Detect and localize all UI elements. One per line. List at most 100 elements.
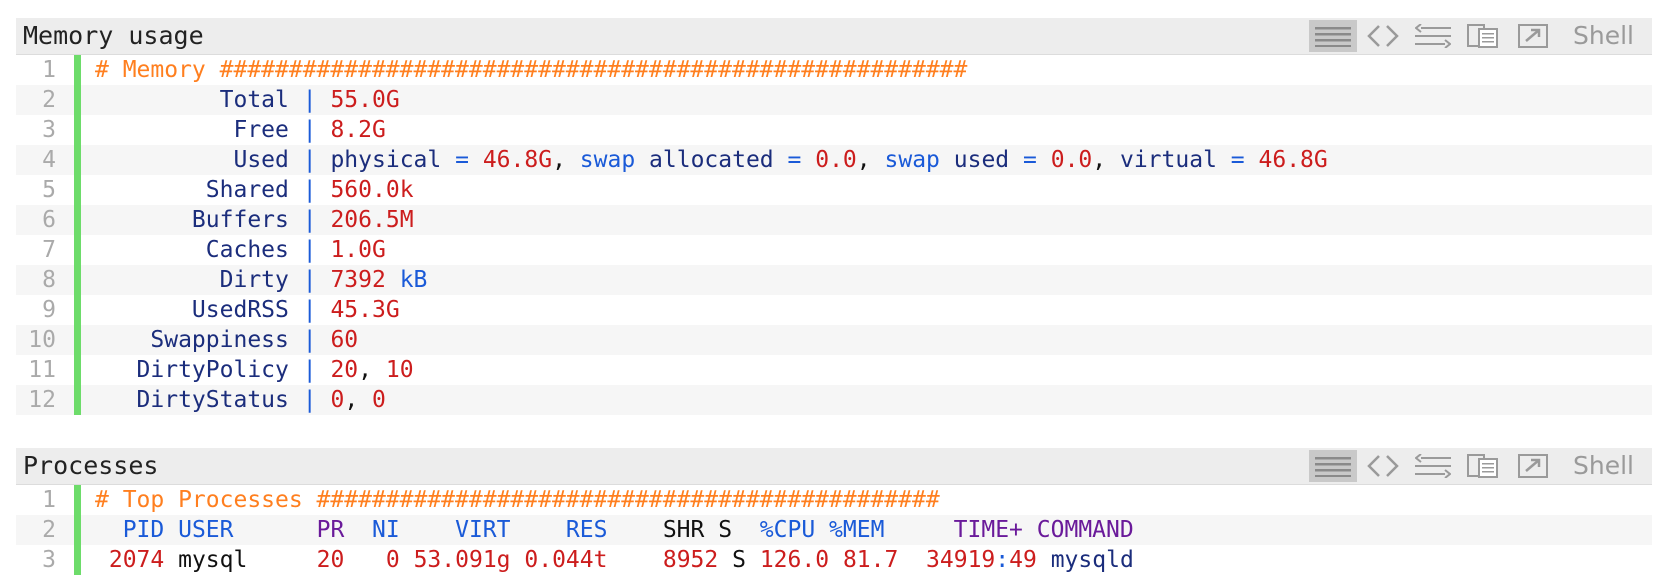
external-link-icon [1518,24,1548,48]
code-line: 2 PID USER PR NI VIRT RES SHR S %CPU %ME… [16,515,1652,545]
line-number: 10 [28,327,56,353]
code-line: 8 Dirty | 7392 kB [16,265,1652,295]
shell-button[interactable]: Shell [1573,451,1634,480]
plain-view-button[interactable] [1309,450,1357,482]
wrap-lines-button[interactable] [1409,450,1457,482]
memory-panel-header: Memory usage [16,18,1652,55]
mem-value: 55.0G [330,87,400,113]
col-virt: VIRT [455,517,511,543]
mem-key: Shared [95,177,289,203]
mem-key: Swappiness [95,327,289,353]
proc-virt: 53.091g [413,547,511,573]
proc-mem: 81.7 [842,547,899,573]
processes-panel-toolbar: Shell [1307,448,1652,484]
code-brackets-icon [1367,25,1399,47]
memory-panel-toolbar: Shell [1307,18,1652,54]
process-row: 2074 mysql 20 0 53.091g 0.044t 8952 S 12… [108,547,1134,573]
processes-panel-header: Processes [16,448,1652,485]
line-number: 3 [42,547,56,573]
mem-value: 560.0k [330,177,414,203]
proc-shr: 8952 [662,547,719,573]
code-line: 3 2074 mysql 20 0 53.091g 0.044t 8952 S … [16,545,1652,575]
comment-header: # Memory ###############################… [95,57,968,83]
mem-key: Total [95,87,289,113]
shell-button[interactable]: Shell [1573,21,1634,50]
mem-value: 45.3G [330,297,400,323]
col-mem: %MEM [829,517,885,543]
open-external-button[interactable] [1509,450,1557,482]
line-number: 12 [28,387,56,413]
line-number: 4 [42,147,56,173]
proc-cpu: 126.0 [759,547,830,573]
mem-key: UsedRSS [95,297,289,323]
view-source-button[interactable] [1359,450,1407,482]
code-line: 2 Total | 55.0G [16,85,1652,115]
proc-user: mysql [178,547,248,573]
code-line: 7 Caches | 1.0G [16,235,1652,265]
mem-value: 60 [330,327,359,353]
proc-pr: 20 [316,547,345,573]
mem-value: 20 [330,357,359,383]
processes-code-block: 1 # Top Processes ######################… [16,485,1652,575]
code-line: 4 Used | physical = 46.8G, swap allocate… [16,145,1652,175]
process-table-header: PID USER PR NI VIRT RES SHR S %CPU %MEM … [81,515,1134,545]
mem-key: Buffers [95,207,289,233]
code-line: 9 UsedRSS | 45.3G [16,295,1652,325]
code-line: 6 Buffers | 206.5M [16,205,1652,235]
proc-time: 34919 [926,547,996,573]
list-lines-icon [1315,457,1351,477]
list-lines-icon [1315,27,1351,47]
line-number: 11 [28,357,56,383]
view-source-button[interactable] [1359,20,1407,52]
wrap-lines-icon [1415,24,1451,48]
mem-value: 7392 [330,267,386,293]
code-line: 1 # Top Processes ######################… [16,485,1652,515]
code-line: 5 Shared | 560.0k [16,175,1652,205]
code-line: 11 DirtyPolicy | 20, 10 [16,355,1652,385]
line-number: 1 [42,487,56,513]
proc-s: S [732,547,746,573]
code-line: 3 Free | 8.2G [16,115,1652,145]
code-line: 1 # Memory #############################… [16,55,1652,85]
wrap-lines-button[interactable] [1409,20,1457,52]
mem-key: Free [95,117,289,143]
mem-key: Dirty [95,267,289,293]
line-number: 3 [42,117,56,143]
col-res: RES [565,517,608,543]
plain-view-button[interactable] [1309,20,1357,52]
col-s: S [718,517,733,543]
col-shr: SHR [662,517,705,543]
line-number: 2 [42,87,56,113]
mem-key: DirtyStatus [95,387,289,413]
line-number: 7 [42,237,56,263]
mem-value: 1.0G [330,237,386,263]
mem-key: Used [95,147,289,173]
mem-key: DirtyPolicy [95,357,289,383]
mem-unit: kB [399,267,428,293]
memory-code-block: 1 # Memory #############################… [16,55,1652,415]
processes-panel: Processes [16,448,1652,575]
line-number: 2 [42,517,56,543]
col-ni: NI [372,517,400,543]
open-external-button[interactable] [1509,20,1557,52]
line-number: 1 [42,57,56,83]
mem-value: 8.2G [330,117,386,143]
code-line: 10 Swappiness | 60 [16,325,1652,355]
proc-res: 0.044t [524,547,608,573]
copy-button[interactable] [1459,20,1507,52]
line-number: 9 [42,297,56,323]
processes-panel-title: Processes [23,451,159,480]
mem-value: 10 [385,357,414,383]
mem-value: 0 [372,387,386,413]
mem-key: Caches [95,237,289,263]
copy-button[interactable] [1459,450,1507,482]
proc-pid: 2074 [108,547,165,573]
external-link-icon [1518,454,1548,478]
line-number: 5 [42,177,56,203]
line-number: 8 [42,267,56,293]
memory-panel-title: Memory usage [23,21,204,50]
wrap-lines-icon [1415,454,1451,478]
copy-icon [1467,24,1498,48]
comment-header: # Top Processes ########################… [95,487,940,513]
code-line: 12 DirtyStatus | 0, 0 [16,385,1652,415]
